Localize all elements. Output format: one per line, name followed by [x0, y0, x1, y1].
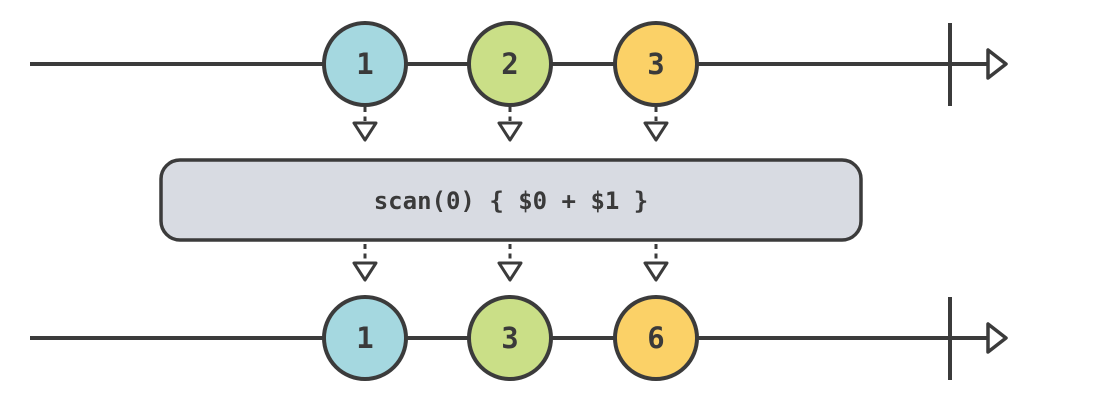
input-timeline-arrowhead-icon — [986, 48, 1008, 80]
output-marble-1 — [322, 295, 408, 381]
input-marble-3-label: 3 — [647, 47, 664, 81]
operator-label: scan(0) { $0 + $1 } — [374, 187, 649, 215]
input-stream: 1 2 3 — [30, 21, 1008, 107]
output-marble-2-label: 3 — [501, 321, 518, 355]
operator-to-output-arrows — [352, 244, 669, 282]
input-marble-3 — [613, 21, 699, 107]
input-marble-1 — [322, 21, 408, 107]
output-marble-3-label: 6 — [647, 321, 664, 355]
output-marble-2 — [467, 295, 553, 381]
down-arrow-icon — [643, 121, 669, 142]
operator-box — [159, 158, 863, 242]
down-arrow-icon — [352, 261, 378, 282]
output-stream: 1 3 6 — [30, 295, 1008, 381]
down-arrow-icon — [352, 121, 378, 142]
operator: scan(0) { $0 + $1 } — [159, 158, 863, 242]
output-timeline-arrowhead-icon — [986, 322, 1008, 354]
output-marble-1-label: 1 — [356, 321, 373, 355]
down-arrow-icon — [497, 261, 523, 282]
down-arrow-icon — [497, 121, 523, 142]
input-marble-2 — [467, 21, 553, 107]
input-marble-2-label: 2 — [501, 47, 518, 81]
output-marble-3 — [613, 295, 699, 381]
input-marble-1-label: 1 — [356, 47, 373, 81]
down-arrow-icon — [643, 261, 669, 282]
input-to-operator-arrows — [352, 107, 669, 142]
